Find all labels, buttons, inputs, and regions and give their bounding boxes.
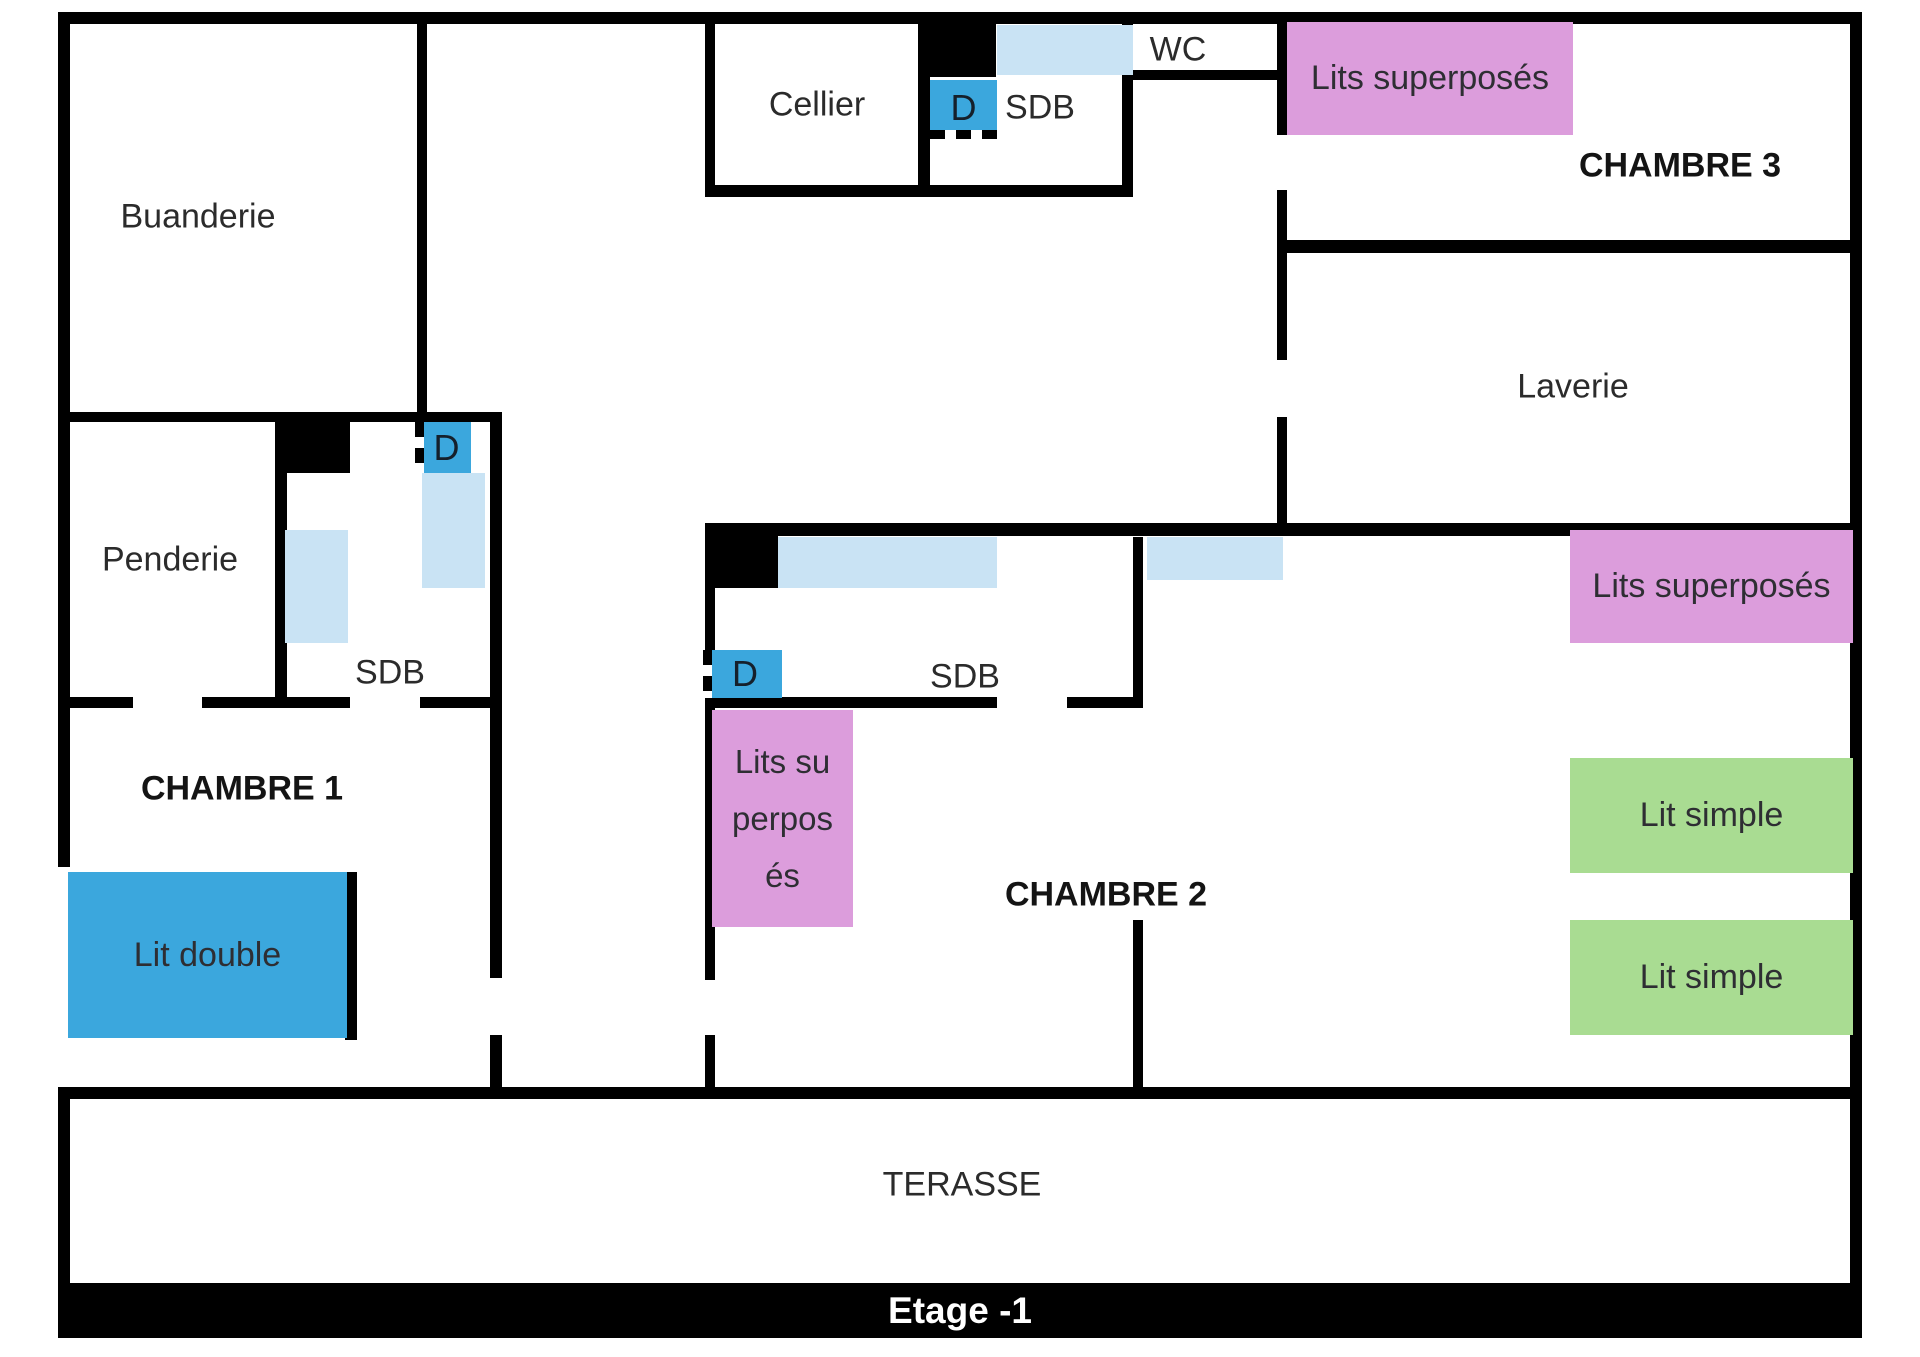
wall-ch3-left-c [1277, 417, 1287, 530]
wall-wc-left [1122, 22, 1133, 197]
bed-double-label: Lit double [133, 935, 282, 974]
wall-ch2-right-a [1133, 537, 1143, 698]
bed-single-2: Lit simple [1570, 920, 1853, 1035]
wall-outer-top [58, 12, 1862, 24]
wall-ch3-left-b [1277, 190, 1287, 360]
fixture-sdb-left [422, 473, 485, 588]
bunk-beds-label: Lits superposés [1592, 567, 1831, 605]
room-label-penderie: Penderie [101, 540, 239, 579]
room-label-laverie: Laverie [1517, 367, 1629, 406]
wall-terasse-top [58, 1087, 1862, 1099]
room-label-chambre2: CHAMBRE 2 [1004, 875, 1208, 914]
wall-chambre1-top-c [420, 697, 497, 708]
shower-door-left: D [422, 422, 471, 473]
black-fixture-left [275, 418, 350, 473]
wall-outer-left-upper [58, 12, 70, 867]
door-dash-middle [703, 650, 712, 698]
wall-ch3-laverie-divider [1283, 240, 1862, 253]
floor-title-bar: Etage -1 [58, 1283, 1862, 1338]
fixture-sdb-top [997, 25, 1133, 75]
shower-door-label: D [950, 86, 977, 128]
room-label-chambre3: CHAMBRE 3 [1578, 146, 1782, 185]
room-label-sdb-middle: SDB [930, 657, 1000, 696]
shower-door-top: D [930, 80, 997, 135]
wall-sdb2-bottom-b [1067, 697, 1143, 708]
shower-door-label: D [433, 426, 460, 468]
bunk-beds-top: Lits superposés [1287, 22, 1573, 135]
bed-single-label: Lit simple [1639, 958, 1784, 996]
door-dash-top [930, 130, 997, 139]
bunk-beds-middle: Lits superposés [712, 710, 853, 927]
shower-door-middle: D [708, 650, 782, 698]
bunk-beds-right: Lits superposés [1570, 530, 1853, 643]
wall-ch2-right-b [1133, 920, 1143, 1087]
room-label-terasse: TERASSE [882, 1165, 1042, 1204]
wall-chambre1-top-b [202, 697, 350, 708]
room-label-buanderie: Buanderie [120, 197, 276, 236]
floor-title: Etage -1 [888, 1289, 1032, 1331]
wall-cellier-right-stub [918, 77, 930, 197]
wall-mid-left-a [705, 532, 715, 650]
room-label-sdb-top: SDB [1005, 88, 1075, 127]
wall-mid-left-c [705, 1035, 715, 1087]
fixture-penderie-side [285, 530, 348, 643]
wall-outer-left-lower [58, 1087, 70, 1283]
wall-buanderie-right [417, 24, 427, 417]
room-label-sdb-left: SDB [355, 653, 425, 692]
room-label-cellier: Cellier [768, 85, 866, 124]
wall-ch3-left-a [1277, 22, 1287, 135]
room-label-wc: WC [1149, 30, 1207, 69]
wall-under-buanderie [65, 412, 497, 422]
wall-bed-stub [345, 872, 357, 1040]
wall-sdb1-right-lower [490, 1035, 502, 1087]
bunk-beds-label: Lits superposés [1310, 59, 1550, 97]
bed-single-label: Lit simple [1639, 796, 1784, 834]
shower-door-label: D [732, 653, 758, 694]
wall-sdb1-right-upper [490, 412, 502, 978]
black-fixture-top [918, 22, 996, 77]
black-fixture-middle [705, 532, 778, 588]
fixture-sdb-middle [778, 537, 997, 588]
wall-wc-bottom [1133, 70, 1283, 80]
wall-penderie-right [275, 473, 287, 700]
bunk-beds-label: Lits superposés [732, 743, 833, 894]
wall-chambre1-top-a [65, 697, 133, 708]
fixture-right-room [1147, 537, 1283, 580]
wall-mid-left-b [705, 698, 715, 980]
wall-cellier-left [705, 23, 715, 190]
wall-outer-right [1850, 12, 1862, 1283]
room-label-chambre1: CHAMBRE 1 [140, 769, 344, 808]
bed-single-1: Lit simple [1570, 758, 1853, 873]
wall-sdb2-bottom-a [705, 697, 997, 708]
bed-double: Lit double [68, 872, 347, 1038]
door-dash-left [415, 422, 424, 473]
